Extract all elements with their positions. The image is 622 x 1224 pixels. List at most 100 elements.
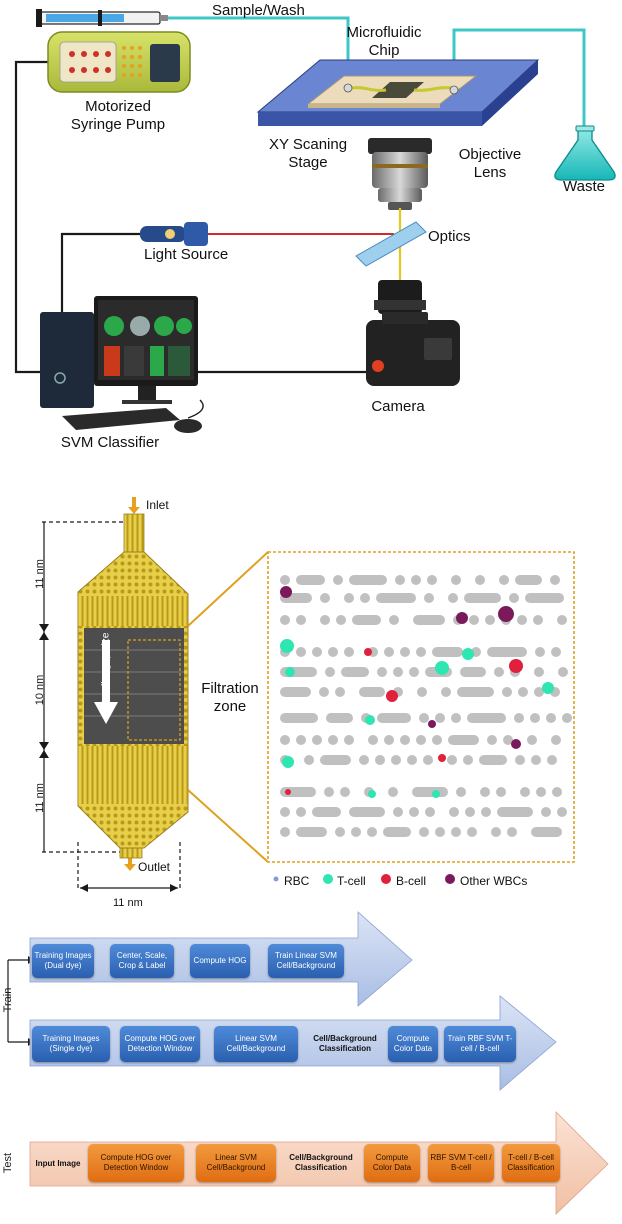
computer <box>40 296 204 433</box>
filter-post <box>328 735 338 745</box>
camera-label: Camera <box>371 398 425 415</box>
inlet-label: Inlet <box>146 498 169 512</box>
filter-post <box>515 575 542 585</box>
filtration-label-line1: Filtration <box>201 680 259 697</box>
filter-post <box>312 807 341 817</box>
filter-post <box>463 755 473 765</box>
filter-post <box>375 755 385 765</box>
filter-post <box>360 593 370 603</box>
cell-b-cell <box>438 754 446 762</box>
filter-post <box>389 615 399 625</box>
step-center-scale-crop: Center, Scale, Crop & Label <box>110 944 174 978</box>
filter-post <box>531 827 562 837</box>
filter-post <box>413 615 445 625</box>
stage-label-line2: Stage <box>288 154 328 171</box>
filter-post <box>395 575 405 585</box>
objective-label-line1: Objective <box>458 146 522 163</box>
chip-label-line2: Chip <box>368 42 400 59</box>
filter-post <box>393 667 403 677</box>
filter-post <box>359 687 385 697</box>
filter-post <box>407 755 417 765</box>
filter-post <box>435 713 445 723</box>
syringe-pump <box>47 31 191 93</box>
filter-post <box>517 615 527 625</box>
filter-post <box>296 735 306 745</box>
objective-lens <box>368 138 432 210</box>
filter-post <box>427 575 437 585</box>
filtration-label-line2: zone <box>213 698 247 715</box>
filter-post <box>383 827 411 837</box>
cell-other-wbcs <box>498 606 514 622</box>
test-label: Test <box>2 1152 14 1174</box>
cell-b-cell <box>386 690 398 702</box>
light-source-label: Light Source <box>144 246 229 263</box>
filter-post <box>457 687 494 697</box>
filter-post <box>296 647 306 657</box>
filter-post <box>320 615 330 625</box>
filter-post <box>536 787 546 797</box>
filter-post <box>496 787 506 797</box>
filter-post <box>467 827 477 837</box>
filter-post <box>448 735 479 745</box>
filter-post <box>400 647 410 657</box>
filter-post <box>465 807 475 817</box>
filter-post <box>352 615 381 625</box>
cell-t-cell <box>542 682 554 694</box>
filter-post <box>503 735 513 745</box>
train-bracket <box>7 959 28 1043</box>
filter-post <box>546 713 556 723</box>
pump-label-line1: Motorized <box>85 98 151 115</box>
filter-post <box>349 575 387 585</box>
filter-post <box>320 755 351 765</box>
legend-marker-b-cell <box>381 874 391 884</box>
cell-other-wbcs <box>280 586 292 598</box>
cell-t-cell <box>435 661 449 675</box>
step-train-rbf-svm: Train RBF SVM T-cell / B-cell <box>444 1026 516 1062</box>
cell-t-cell <box>365 715 375 725</box>
step-test-linear-svm: Linear SVM Cell/Background <box>196 1144 276 1182</box>
cell-t-cell <box>462 648 474 660</box>
filter-post <box>491 827 501 837</box>
inlet-arrow <box>128 497 140 514</box>
filter-post <box>351 827 361 837</box>
filter-post <box>460 667 486 677</box>
filter-post <box>393 807 403 817</box>
xy-stage <box>256 59 540 126</box>
filter-post <box>412 787 448 797</box>
filter-post <box>527 735 537 745</box>
step-compute-color-data: Compute Color Data <box>388 1026 438 1062</box>
filter-post <box>280 615 290 625</box>
filter-post <box>280 687 311 697</box>
filter-post <box>534 687 544 697</box>
chip-label-line1: Microfluidic <box>346 24 422 41</box>
filter-post <box>368 735 378 745</box>
filter-post <box>515 755 525 765</box>
step-test-classification: T-cell / B-cell Classification <box>502 1144 560 1182</box>
filter-post <box>344 735 354 745</box>
filter-post <box>562 713 572 723</box>
filter-post <box>367 827 377 837</box>
dim-bottom-label: 11 nm <box>34 783 46 813</box>
filter-post <box>411 575 421 585</box>
filter-post <box>547 755 557 765</box>
filter-post <box>550 575 560 585</box>
filter-post <box>494 667 504 677</box>
step-test-cell-background-classification: Cell/Background Classification <box>289 1153 353 1172</box>
filter-post <box>296 575 325 585</box>
filter-post <box>344 593 354 603</box>
filter-post <box>520 787 530 797</box>
filter-post <box>280 735 290 745</box>
filter-post <box>280 713 318 723</box>
outlet-label: Outlet <box>138 860 171 874</box>
filter-post <box>432 647 463 657</box>
filter-post <box>320 593 330 603</box>
cell-t-cell <box>282 756 294 768</box>
filter-post <box>535 647 545 657</box>
cables <box>14 60 370 374</box>
filter-post <box>328 647 338 657</box>
filter-post <box>319 687 329 697</box>
filter-post <box>296 615 306 625</box>
filter-post <box>335 687 345 697</box>
